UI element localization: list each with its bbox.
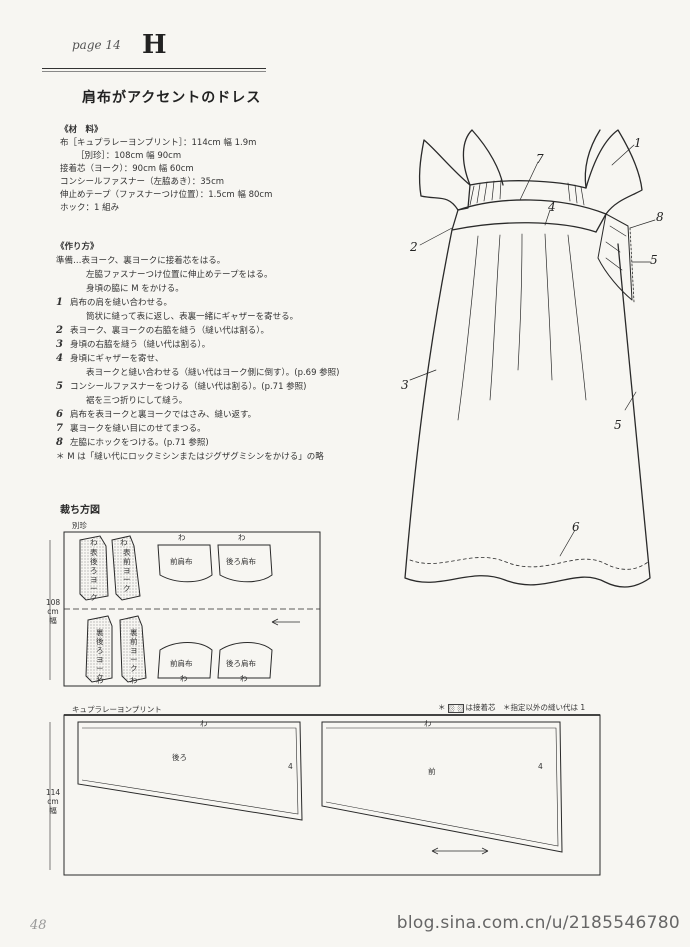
seam-allowance-label: 4 [288, 762, 293, 771]
velvet-piece: 後ろ肩布 [226, 557, 256, 566]
step-5-line-2: 裾を三つ折りにして縫う。 [86, 396, 188, 406]
cutting-diagram-title: 裁ち方図 [60, 505, 100, 516]
materials-section: 《材 料》 布［キュプラレーヨンプリント］：114cm 幅 1.9m ［別珍］：… [60, 124, 272, 215]
velvet-fold: わ [238, 533, 246, 542]
callout-4: 4 [548, 200, 556, 214]
yoke-seam [451, 222, 597, 233]
method-note: ＊ M は「縫い代にロックミシンまたはジグザグミシンをかける」の略 [56, 452, 324, 462]
callout-3: 3 [401, 378, 409, 392]
watermark: blog.sina.com.cn/u/2185546780 [396, 913, 680, 933]
velvet-width: 108 cm 幅 [45, 598, 61, 625]
method-heading: 《作り方》 [56, 242, 99, 252]
callout-6: 6 [572, 520, 580, 534]
back-piece-label: 後ろ [172, 753, 187, 762]
material-row: 布［キュプラレーヨンプリント］：114cm 幅 1.9m [60, 138, 257, 148]
velvet-fold: わ [96, 676, 104, 685]
prep-line: 身頃の脇に M をかける。 [86, 284, 184, 294]
pattern-letter: H [142, 30, 167, 60]
callout-5b: 5 [614, 418, 622, 432]
method-section: 《作り方》 準備…表ヨーク、裏ヨークに接着芯をはる。 左脇ファスナーつけ位置に伸… [56, 240, 340, 464]
velvet-piece: 前肩布 [170, 659, 193, 668]
velvet-piece: 裏前ヨーク [130, 628, 138, 673]
callout-8: 8 [656, 210, 664, 224]
material-row: ホック：1 組み [60, 203, 120, 213]
prep-line: 準備…表ヨーク、裏ヨークに接着芯をはる。 [56, 256, 226, 266]
header-rule [42, 68, 266, 69]
right-shoulder-cloth [585, 129, 643, 215]
left-shoulder-cloth [418, 139, 471, 211]
material-row: コンシールファスナー（左脇あき）：35cm [60, 177, 225, 187]
page-number: 48 [30, 918, 47, 933]
print-width: 114 cm 幅 [45, 788, 61, 815]
print-fold: わ [424, 719, 432, 728]
step-4-line-2: 表ヨークと縫い合わせる（縫い代はヨーク側に倒す）。(p.69 参照) [86, 368, 340, 378]
material-row: 接着芯（ヨーク）：90cm 幅 60cm [60, 164, 194, 174]
velvet-piece: 裏後ろヨーク [96, 628, 104, 682]
velvet-fold: わ [120, 538, 128, 547]
callout-5: 5 [650, 253, 658, 267]
page-title: 肩布がアクセントのドレス [82, 90, 262, 106]
front-piece-label: 前 [428, 767, 436, 776]
callout-2: 2 [410, 240, 418, 254]
velvet-fold: わ [178, 533, 186, 542]
callout-7: 7 [536, 152, 544, 166]
velvet-fold: わ [90, 538, 98, 547]
seam-allowance-label: 4 [538, 762, 543, 771]
interfacing-swatch-icon [447, 703, 464, 713]
velvet-fold: わ [130, 676, 138, 685]
velvet-fold: わ [240, 674, 248, 683]
material-row: 伸止めテープ（ファスナーつけ位置）：1.5cm 幅 80cm [60, 190, 273, 200]
velvet-piece: 表前ヨーク [123, 548, 131, 593]
print-fold: わ [200, 719, 208, 728]
velvet-piece: 表後ろヨーク [90, 548, 98, 602]
prep-line: 左脇ファスナーつけ位置に伸止めテープをはる。 [86, 270, 273, 280]
step-1-line-2: 筒状に縫って表に返し、表裏一緒にギャザーを寄せる。 [86, 312, 299, 322]
header-rule-thin [42, 71, 266, 72]
velvet-fold: わ [180, 674, 188, 683]
dress-body [404, 229, 651, 588]
velvet-label: 別珍 [72, 521, 87, 530]
material-row: ［別珍］：108cm 幅 90cm [76, 151, 182, 161]
interfacing-legend: ＊は接着芯 ＊指定以外の縫い代は 1 [438, 703, 586, 713]
page-label: page 14 [72, 38, 121, 52]
callout-1: 1 [634, 136, 642, 150]
velvet-piece: 後ろ肩布 [226, 659, 256, 668]
materials-heading: 《材 料》 [60, 125, 103, 135]
print-label: キュプラレーヨンプリント [72, 705, 162, 714]
velvet-piece: 前肩布 [170, 557, 193, 566]
